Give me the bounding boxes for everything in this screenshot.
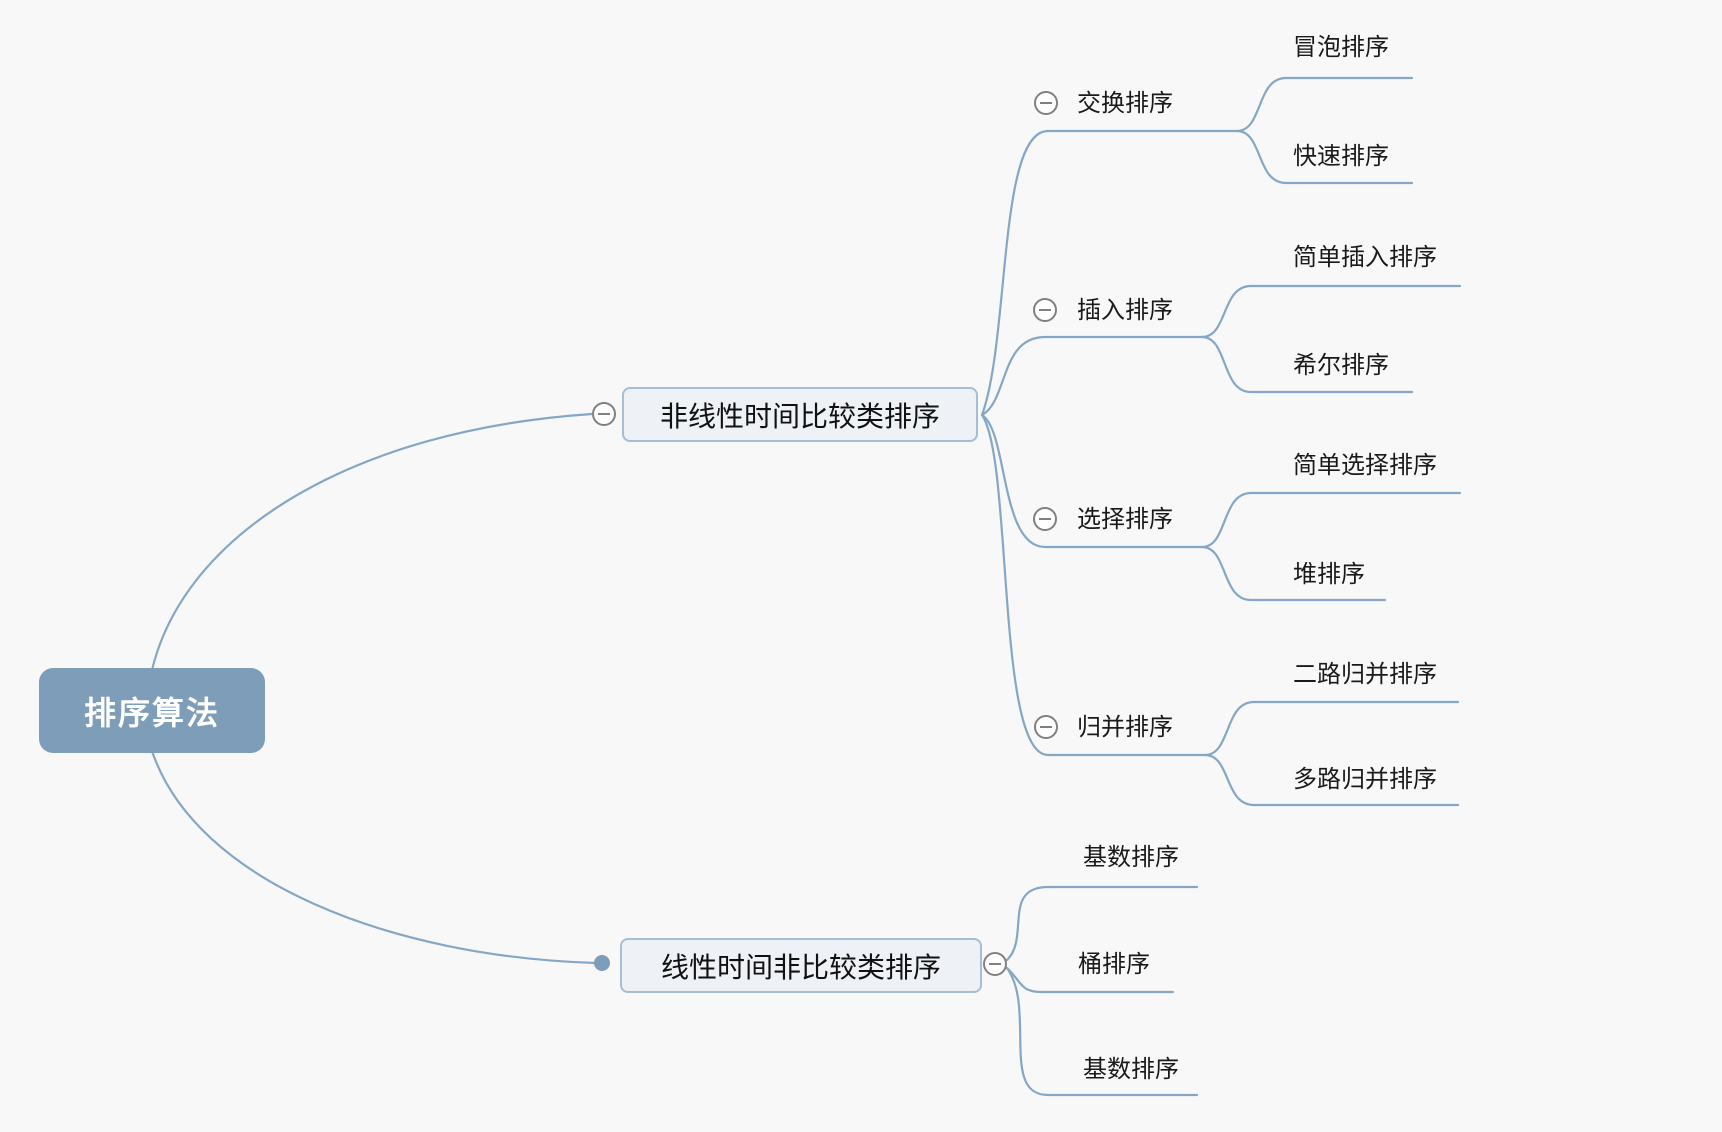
connector-selection-to-heap — [1200, 545, 1387, 602]
node-nonlinear-comparison-sort[interactable]: 非线性时间比较类排序 — [622, 387, 978, 442]
collapse-icon-exchange-sort[interactable] — [1034, 91, 1058, 115]
node-heap-sort[interactable]: 堆排序 — [1293, 560, 1365, 588]
minus-icon — [1039, 518, 1051, 520]
connector-nonlinear-to-selection — [980, 413, 1204, 549]
node-simple-selection-sort[interactable]: 简单选择排序 — [1293, 451, 1437, 479]
connector-exchange-to-quick — [1235, 129, 1414, 185]
node-simple-insertion-sort[interactable]: 简单插入排序 — [1293, 243, 1437, 271]
connector-root-to-nonlinear — [150, 412, 594, 672]
node-bucket-sort[interactable]: 桶排序 — [1078, 950, 1150, 978]
node-two-way-merge-sort[interactable]: 二路归并排序 — [1293, 660, 1437, 688]
minus-icon — [1040, 726, 1052, 728]
connector-insertion-to-shell — [1200, 335, 1414, 394]
connector-merge-to-two-way — [1203, 700, 1460, 757]
node-bubble-sort[interactable]: 冒泡排序 — [1293, 33, 1389, 61]
root-node-label: 排序算法 — [83, 694, 220, 731]
minus-icon — [598, 413, 610, 415]
node-label: 非线性时间比较类排序 — [659, 400, 940, 432]
collapse-icon-merge-sort[interactable] — [1034, 715, 1058, 739]
connector-linear-to-bucket — [1005, 966, 1175, 994]
node-multi-way-merge-sort[interactable]: 多路归并排序 — [1293, 765, 1437, 793]
node-radix-sort-2[interactable]: 基数排序 — [1083, 1055, 1179, 1083]
connector-merge-to-multi-way — [1203, 753, 1460, 807]
connector-linear-to-radix2 — [1005, 966, 1199, 1097]
node-exchange-sort[interactable]: 交换排序 — [1077, 89, 1173, 117]
node-insertion-sort[interactable]: 插入排序 — [1077, 296, 1173, 324]
node-radix-sort-1[interactable]: 基数排序 — [1083, 843, 1179, 871]
connector-dot-icon — [594, 955, 610, 971]
collapse-icon-selection-sort[interactable] — [1033, 507, 1057, 531]
minus-icon — [1040, 102, 1052, 104]
connector-root-to-linear — [150, 749, 598, 965]
connector-linear-to-radix1 — [1005, 885, 1199, 962]
node-shell-sort[interactable]: 希尔排序 — [1293, 351, 1389, 379]
collapse-icon-insertion-sort[interactable] — [1033, 298, 1057, 322]
collapse-icon-linear[interactable] — [983, 952, 1007, 976]
connector-insertion-to-simple-insert — [1200, 284, 1462, 339]
connector-nonlinear-to-insertion — [980, 335, 1204, 417]
node-linear-noncomparison-sort[interactable]: 线性时间非比较类排序 — [620, 938, 982, 993]
connector-exchange-to-bubble — [1235, 76, 1414, 133]
root-node[interactable]: 排序算法 — [39, 668, 265, 753]
connector-selection-to-simple-select — [1200, 491, 1462, 549]
node-quick-sort[interactable]: 快速排序 — [1293, 142, 1389, 170]
minus-icon — [989, 963, 1001, 965]
connector-nonlinear-to-exchange — [980, 129, 1239, 417]
node-merge-sort[interactable]: 归并排序 — [1077, 713, 1173, 741]
connector-nonlinear-to-merge — [980, 413, 1207, 757]
minus-icon — [1039, 309, 1051, 311]
node-label: 线性时间非比较类排序 — [660, 951, 941, 983]
collapse-icon-nonlinear[interactable] — [592, 402, 616, 426]
node-selection-sort[interactable]: 选择排序 — [1077, 505, 1173, 533]
